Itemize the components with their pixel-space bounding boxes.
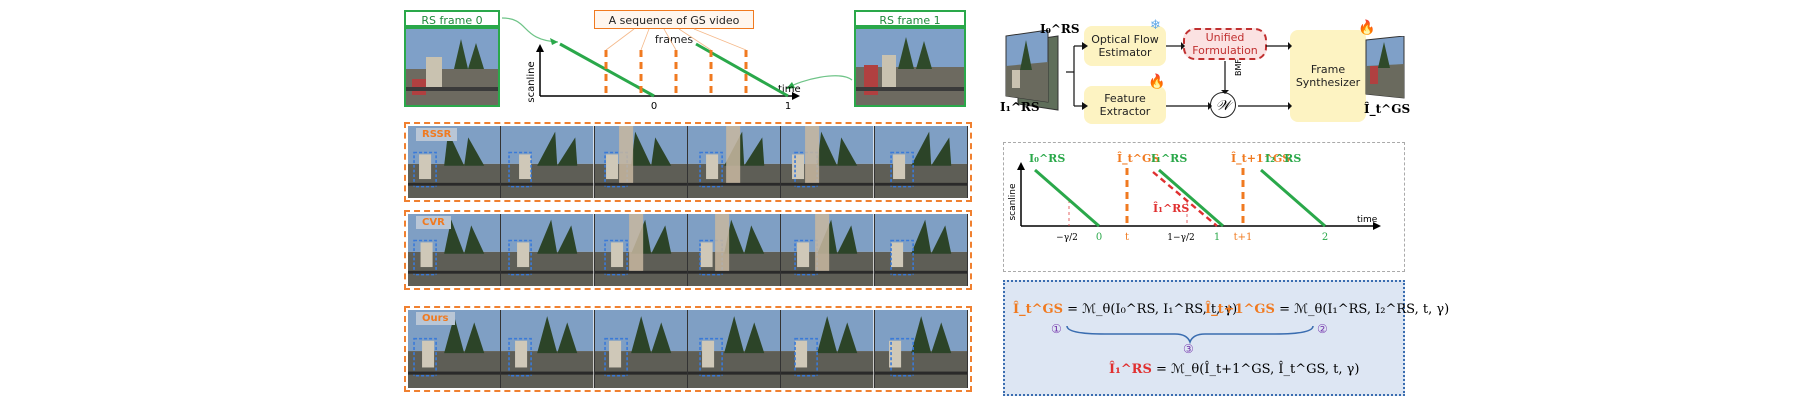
fire-icon: 🔥 <box>1148 74 1166 90</box>
tick-2: 2 <box>1322 232 1328 243</box>
image-stack-icon <box>1005 30 1059 111</box>
formula-panel: Î_t^GS = ℳ_θ(I₀^RS, I₁^RS, t, γ) Î_t+1^G… <box>1003 280 1449 396</box>
gs-sequence-label: A sequence of GS video frames <box>594 10 754 46</box>
rs-frame0-image <box>404 27 500 107</box>
video-frame <box>781 126 875 198</box>
video-frame <box>874 214 968 286</box>
rs-line-0 <box>559 42 655 98</box>
rssr-strip: RSSR <box>404 122 972 202</box>
tick-t-plus-1: t+1 <box>1234 232 1253 243</box>
label-It1: Î_t+1^GS <box>1231 151 1290 166</box>
label-I0: I₀^RS <box>1029 152 1065 165</box>
formula-2-rhs: = ℳ_θ(I₁^RS, I₂^RS, t, γ) <box>1279 302 1450 317</box>
timeline-xlabel: time <box>1357 215 1378 225</box>
video-frame <box>687 310 782 388</box>
optical-flow-text: Optical Flow Estimator <box>1091 33 1159 59</box>
tick-neg-gamma: −γ/2 <box>1056 233 1078 243</box>
video-frame <box>687 126 782 198</box>
rs-frame0-label: RS frame 0 <box>404 10 500 27</box>
top-tick-1: 1 <box>785 101 791 112</box>
brace <box>1066 325 1314 344</box>
gs-dashed-lines <box>604 50 748 96</box>
timeline-plot: scanline time I₀^RS Î_t^GS I₁^RS Î₁^RS Î… <box>1008 151 1381 243</box>
cvr-frames <box>408 214 968 286</box>
snowflake-icon: ❄ <box>1150 18 1161 33</box>
label-It: Î_t^GS <box>1117 151 1159 166</box>
rs-frame1-image <box>854 27 966 107</box>
label-I2: I₂^RS <box>1265 152 1301 165</box>
gs-fan-lines <box>605 28 747 51</box>
unified-formulation-box: Unified Formulation <box>1183 28 1267 60</box>
formula-1-rhs: = ℳ_θ(I₀^RS, I₁^RS, t, γ) <box>1067 302 1238 317</box>
video-frame <box>501 310 595 388</box>
tick-0: 0 <box>1096 232 1102 243</box>
arrow-frame0 <box>501 17 559 43</box>
circle-2: ② <box>1317 322 1328 336</box>
output-label: Î_t^GS <box>1364 102 1411 116</box>
input-top-label: I₀^RS <box>1040 22 1080 36</box>
circle-3: ③ <box>1183 342 1194 356</box>
formula-3-rhs: = ℳ_θ(Î_t+1^GS, Î_t^GS, t, γ) <box>1156 362 1360 377</box>
formula-3: Î₁^RS = ℳ_θ(Î_t+1^GS, Î_t^GS, t, γ) <box>1109 362 1360 377</box>
feature-extractor-text: Feature Extractor <box>1099 92 1151 118</box>
street-scene-icon <box>856 29 964 105</box>
warp-symbol: 𝒲 <box>1215 98 1231 114</box>
video-frame <box>501 214 595 286</box>
video-frame <box>781 214 875 286</box>
pipeline-arrows <box>1066 42 1386 110</box>
timeline-rs-hat <box>1152 171 1218 227</box>
formula-3-lhs: Î₁^RS <box>1109 362 1152 377</box>
timeline-rs-0 <box>1034 168 1100 228</box>
video-frame <box>781 310 875 388</box>
optical-flow-box: Optical Flow Estimator <box>1084 26 1166 66</box>
formula-2: Î_t+1^GS = ℳ_θ(I₁^RS, I₂^RS, t, γ) <box>1205 302 1449 317</box>
timeline-rs-2 <box>1260 168 1326 228</box>
tick-1-minus-gamma: 1−γ/2 <box>1167 233 1194 243</box>
frame-synthesizer-text: Frame Synthesizer <box>1295 63 1361 89</box>
frame-synthesizer-box: Frame Synthesizer <box>1290 30 1366 122</box>
rs-frame1-label: RS frame 1 <box>854 10 966 27</box>
method-label-ours: Ours <box>416 312 455 325</box>
video-frame <box>408 214 502 286</box>
top-tick-0: 0 <box>651 101 657 112</box>
tick-t: t <box>1125 232 1129 243</box>
label-I1hat: Î₁^RS <box>1153 201 1189 215</box>
output-frame-icon <box>1365 36 1405 99</box>
circle-1: ① <box>1051 322 1062 336</box>
method-label-cvr: CVR <box>416 216 451 229</box>
timeline-panel <box>1003 142 1405 272</box>
tick-1: 1 <box>1214 232 1220 243</box>
formula-1-lhs: Î_t^GS <box>1013 302 1063 317</box>
input-bottom-label: I₁^RS <box>1000 100 1040 114</box>
rssr-frames <box>408 126 968 198</box>
ours-frames <box>408 310 968 388</box>
unified-formulation-text: Unified Formulation <box>1192 31 1258 57</box>
timeline-rs-1 <box>1158 168 1224 228</box>
video-frame <box>874 310 968 388</box>
feature-extractor-box: Feature Extractor <box>1084 86 1166 124</box>
video-frame <box>501 126 595 198</box>
formula-1: Î_t^GS = ℳ_θ(I₀^RS, I₁^RS, t, γ) <box>1013 302 1237 317</box>
ours-strip: Ours <box>404 306 972 392</box>
method-label-rssr: RSSR <box>416 128 458 141</box>
output-image <box>1362 36 1406 112</box>
video-frame <box>594 310 688 388</box>
cvr-strip: CVR <box>404 210 972 290</box>
formula-2-lhs: Î_t+1^GS <box>1205 302 1275 317</box>
video-frame <box>594 214 688 286</box>
label-I1: I₁^RS <box>1151 152 1187 165</box>
top-scanline-plot: scanline time 0 1 <box>501 17 853 112</box>
input-stack-image <box>1004 30 1060 116</box>
timeline-ylabel: scanline <box>1008 183 1018 221</box>
top-ylabel: scanline <box>526 61 537 102</box>
video-frame <box>687 214 782 286</box>
video-frame <box>874 126 968 198</box>
fire-icon: 🔥 <box>1358 20 1376 36</box>
street-scene-icon <box>406 29 498 105</box>
top-xlabel: time <box>778 84 801 95</box>
warp-operator: 𝒲 <box>1210 92 1236 118</box>
video-frame <box>594 126 688 198</box>
